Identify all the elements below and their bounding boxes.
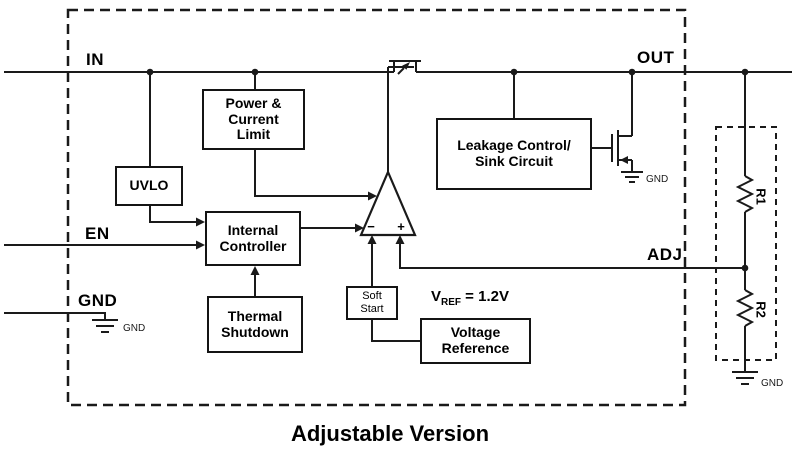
vref-subscript: REF [441, 297, 462, 308]
ground-symbol-sink [621, 171, 643, 183]
ground-symbol-left [92, 319, 118, 333]
arrowhead-nmos [620, 156, 628, 164]
resistor-label-r2: R2 [753, 301, 769, 318]
vref-annotation: VREF = 1.2V [431, 288, 509, 308]
vref-symbol: V [431, 288, 442, 305]
opamp-error-amplifier [359, 169, 417, 237]
arrowhead-adj [395, 235, 405, 244]
junction-dot [741, 68, 749, 76]
opamp-noninverting-input-label: + [397, 219, 405, 234]
pin-label-out: OUT [637, 48, 675, 67]
block-internal-controller: Internal Controller [205, 211, 301, 266]
arrowhead-controller [355, 223, 364, 233]
block-voltage-reference: Voltage Reference [420, 318, 531, 364]
resistor-r2 [735, 289, 755, 327]
pin-label-en: EN [85, 224, 110, 243]
diagram-title: Adjustable Version [290, 421, 490, 446]
junction-dot [146, 68, 154, 76]
block-soft-start: Soft Start [346, 286, 398, 320]
tap-wires [149, 72, 746, 176]
arrowhead-pmos [402, 62, 410, 70]
gnd-small-label-left: GND [123, 323, 146, 334]
gnd-small-label-sink: GND [646, 174, 669, 185]
junction-dot [741, 264, 749, 272]
ic-boundary [66, 8, 687, 407]
gnd-wire [4, 312, 106, 320]
gnd-small-label-divider: GND [761, 378, 784, 389]
pin-label-adj: ADJ [647, 245, 683, 264]
resistor-label-r1: R1 [753, 188, 769, 205]
power-limit-wire [254, 150, 368, 197]
block-leakage-control-sink: Leakage Control/ Sink Circuit [436, 118, 592, 190]
adj-wire [399, 243, 748, 269]
pin-label-in: IN [86, 50, 104, 69]
pin-label-gnd: GND [78, 291, 118, 310]
opamp-inverting-input-label: − [367, 219, 375, 234]
block-power-current-limit: Power & Current Limit [202, 89, 305, 150]
nmos-sink-transistor [592, 130, 633, 172]
vref-wire [371, 320, 420, 342]
arrowhead-en [196, 240, 205, 250]
junction-dot [510, 68, 518, 76]
block-thermal-shutdown: Thermal Shutdown [207, 296, 303, 353]
ground-symbol-divider [732, 371, 758, 385]
resistor-r1 [735, 175, 755, 213]
arrowhead-thermal [250, 266, 260, 275]
junction-dot [628, 68, 636, 76]
arrowhead-power-limit [368, 191, 377, 201]
uvlo-wire [149, 205, 196, 223]
vref-value: = 1.2V [461, 288, 509, 305]
arrowhead-uvlo [196, 217, 205, 227]
junction-dot [251, 68, 259, 76]
pmos-pass-transistor [388, 60, 421, 75]
arrowhead-soft-start [367, 235, 377, 244]
block-uvlo: UVLO [115, 166, 183, 206]
